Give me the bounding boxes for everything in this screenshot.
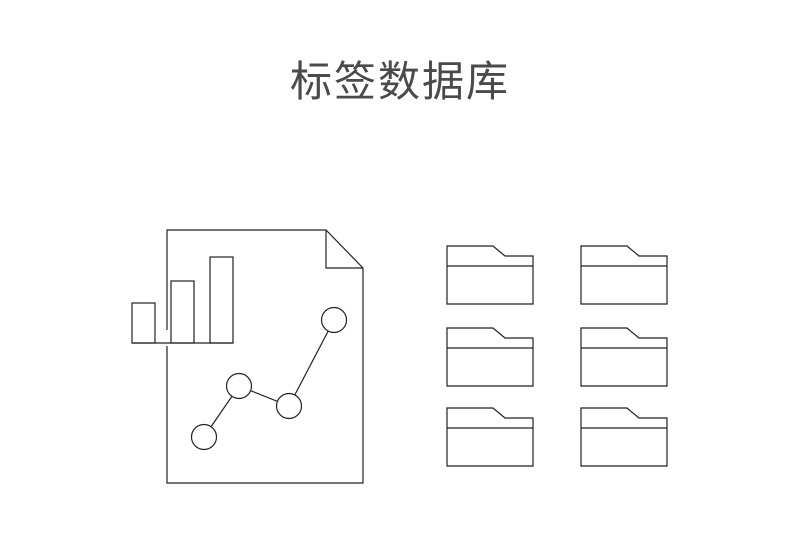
line-chart-point <box>225 372 253 400</box>
bar-chart-bar <box>209 256 234 344</box>
bar-chart-icon <box>131 256 234 346</box>
folder-icon <box>580 407 668 467</box>
page-title: 标签数据库 <box>289 57 510 106</box>
line-chart-point <box>320 306 348 334</box>
line-chart-icon <box>190 306 348 451</box>
folder-icon <box>446 407 534 467</box>
folder-icon <box>446 245 534 305</box>
bar-chart-bar <box>170 280 195 344</box>
folder-icon <box>446 327 534 387</box>
report-document-icon <box>166 229 364 484</box>
line-chart-point <box>190 423 218 451</box>
line-chart-point <box>275 392 303 420</box>
folder-grid <box>446 245 668 467</box>
bar-chart-bar <box>131 302 156 344</box>
folder-icon <box>580 327 668 387</box>
folder-icon <box>580 245 668 305</box>
